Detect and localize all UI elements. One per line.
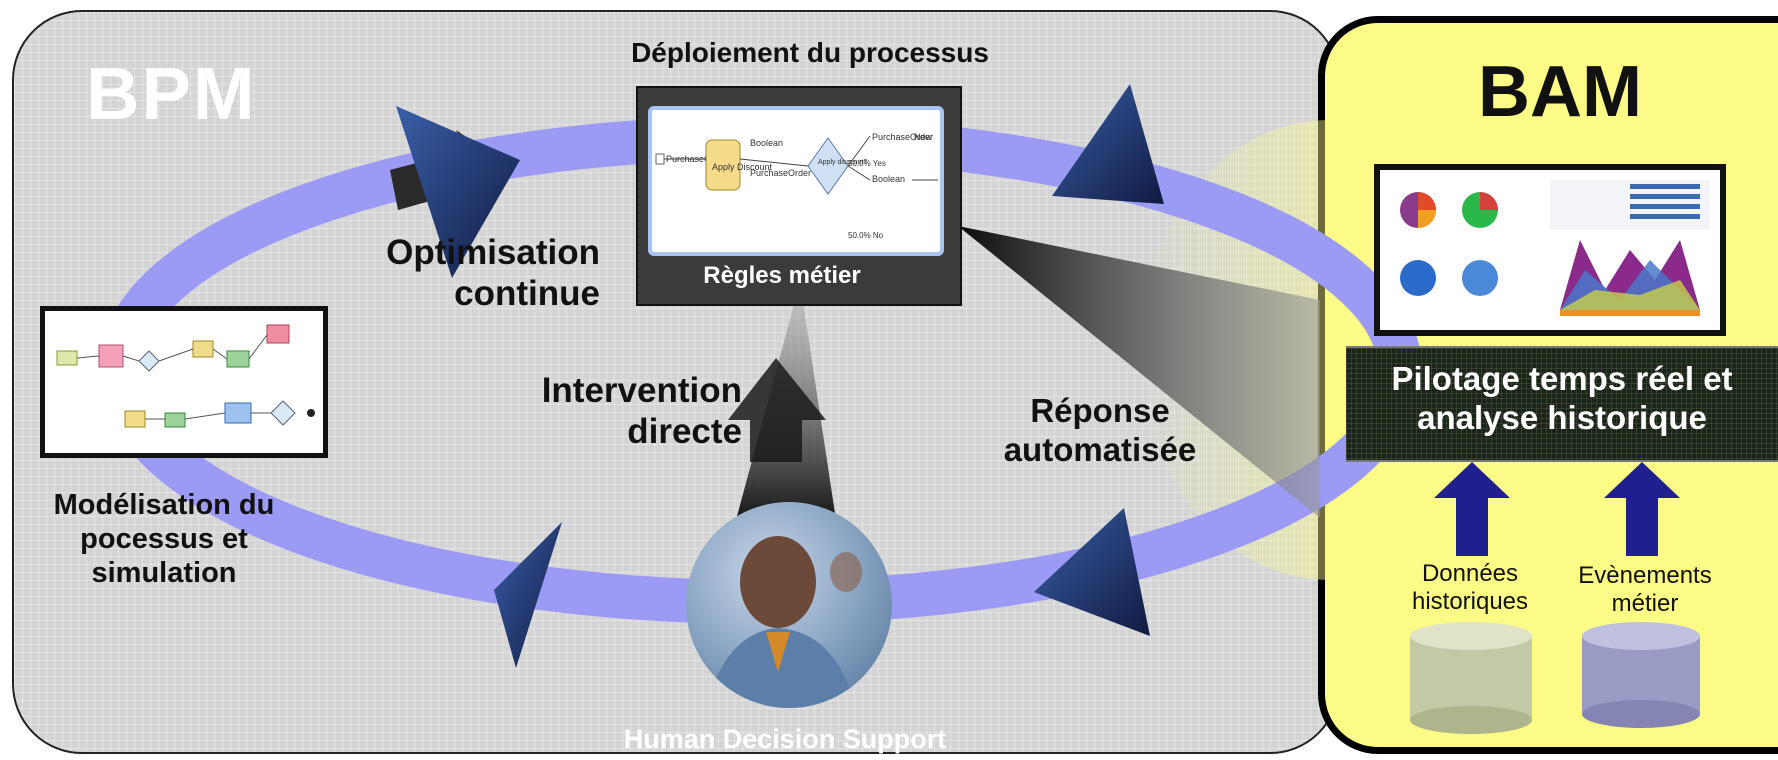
- human-decision-label: Human Decision Support: [623, 724, 947, 754]
- process-node-label: Apply discount?: [818, 159, 868, 166]
- bam-dashboard-screenshot: [1374, 164, 1726, 336]
- upward-arrow-icon: [1434, 462, 1510, 556]
- process-flow-diagram: PurchaseOrder Apply Discount Boolean Pur…: [655, 132, 938, 240]
- reponse-label: Réponse automatisée: [1003, 392, 1197, 468]
- cycle-arrow-icon: [1034, 508, 1150, 636]
- process-node-label: Boolean: [750, 138, 783, 148]
- person-illustration: [706, 536, 862, 708]
- donnees-label: Données historiques: [1411, 560, 1529, 616]
- process-model-diagram: [56, 324, 315, 428]
- process-model-screenshot: [40, 306, 328, 458]
- deploiement-label: Déploiement du processus: [631, 37, 989, 68]
- branch-label: 50.0% Yes: [848, 159, 886, 168]
- process-node-label: New: [914, 132, 933, 142]
- pilotage-box: [1346, 346, 1778, 462]
- cycle-arrow-icon: [1052, 84, 1164, 204]
- branch-label: 50.0% No: [848, 231, 884, 240]
- process-node-label: PurchaseOrder: [872, 132, 933, 142]
- process-node-label: Boolean: [872, 174, 905, 184]
- bpm-title: BPM: [86, 52, 257, 135]
- process-diagram-screenshot: PurchaseOrder Apply Discount Boolean Pur…: [648, 106, 944, 256]
- intervention-label: Intervention directe: [541, 371, 742, 452]
- cycle-arrow-icon: [396, 106, 520, 278]
- modelisation-label: Modélisation du pocessus et simulation: [53, 489, 275, 590]
- person-photo-icon: [686, 502, 892, 708]
- database-icon: [1410, 622, 1532, 734]
- process-node-label: Apply Discount: [712, 162, 773, 172]
- pilotage-label: Pilotage temps réel et analyse historiqu…: [1391, 360, 1733, 436]
- dashboard-charts: [1400, 180, 1710, 316]
- upward-arrow-icon: [1604, 462, 1680, 556]
- process-node-label: PurchaseOrder: [750, 168, 811, 178]
- regles-metier-label: Règles métier: [703, 262, 861, 289]
- upward-arrow-icon: [728, 358, 826, 462]
- automated-response-beam: [958, 226, 1320, 518]
- optimisation-label: Optimisation continue: [386, 233, 600, 314]
- bam-title: BAM: [1478, 52, 1642, 132]
- cycle-arrow-icon: [494, 522, 562, 668]
- database-icon: [1582, 622, 1700, 728]
- evenements-label: Evènements métier: [1578, 562, 1712, 618]
